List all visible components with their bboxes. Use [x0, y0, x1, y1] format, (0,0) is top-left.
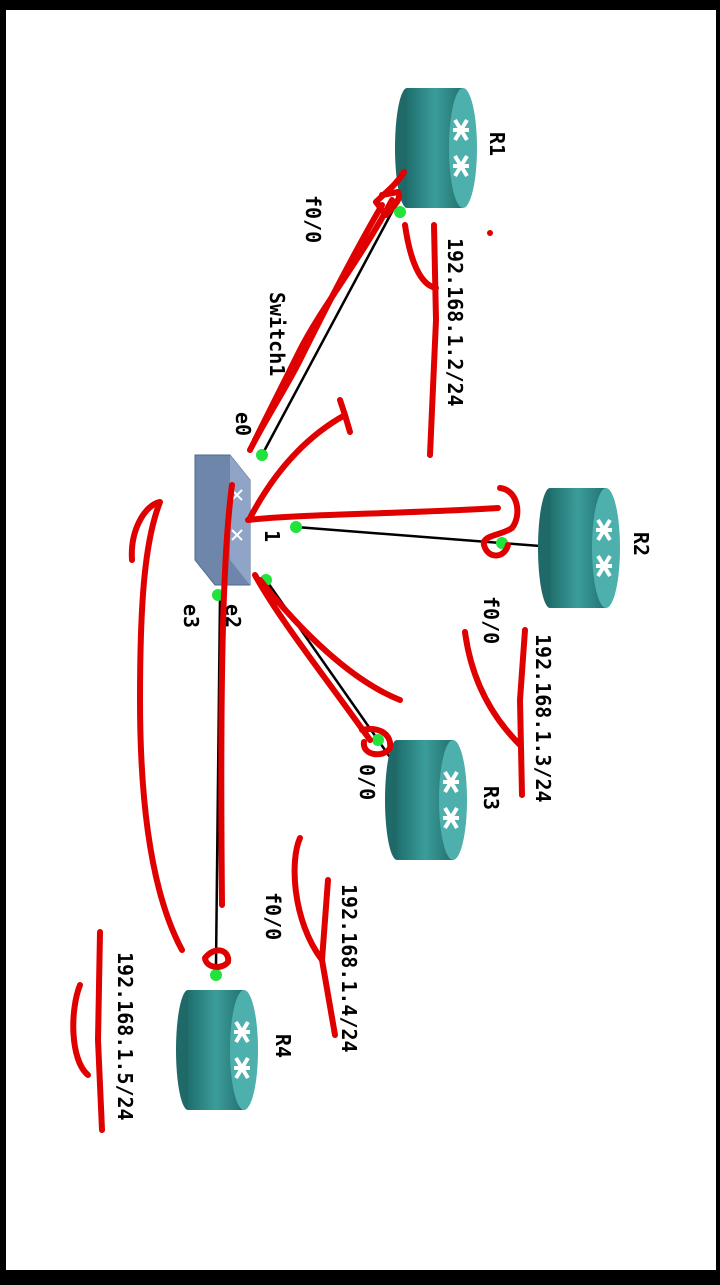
link-r1-e0 [260, 209, 395, 456]
ink-arrow-e1 [245, 397, 501, 523]
router-icon [443, 770, 459, 830]
ink-annotations [70, 169, 528, 1133]
ink-bracket-extra-ip [70, 929, 105, 1133]
labels: R1 f0/0 192.168.1.2/24 Switch1 e0 1 e2 e… [113, 132, 653, 1121]
ink-bracket-r2-ip [462, 627, 528, 798]
router-r1[interactable] [395, 88, 477, 208]
ip-label-r4: 192.168.1.4/24 [337, 884, 361, 1053]
ink-curve-left [128, 499, 185, 953]
ink-bracket-r4-ip [291, 835, 338, 1038]
ink-loop-r4 [202, 947, 232, 970]
interface-label-r2: f0/0 [479, 596, 503, 644]
port-dot-r4 [210, 969, 222, 981]
ip-label-extra: 192.168.1.5/24 [113, 952, 137, 1121]
port-label-e0: e0 [231, 412, 255, 436]
interface-label-r4: f0/0 [261, 892, 285, 940]
ip-label-r1: 192.168.1.2/24 [443, 238, 467, 407]
ink-arrow-r3 [252, 572, 403, 743]
port-dot-e0 [256, 449, 268, 461]
switch-icon [231, 489, 243, 541]
port-dot-r3 [372, 734, 384, 746]
ink-line-r1-b [247, 202, 385, 453]
router-name-r3: R3 [479, 786, 503, 810]
ip-label-r2: 192.168.1.3/24 [531, 634, 555, 803]
ink-loop-r2 [480, 485, 521, 559]
ink-arrow-e3 [218, 482, 235, 908]
ink-bracket-r1-ip [402, 222, 439, 458]
canvas-background [6, 10, 716, 1270]
router-name-r2: R2 [629, 532, 653, 556]
port-dot-e1 [290, 521, 302, 533]
ink-dot [487, 230, 493, 236]
router-icon [234, 1020, 250, 1080]
ink-loop-r3 [359, 726, 394, 758]
interface-label-r3: 0/0 [355, 764, 379, 800]
port-label-e3: e3 [179, 604, 203, 628]
interface-label-r1: f0/0 [301, 195, 325, 243]
switch-name-label: Switch1 [265, 292, 289, 376]
port-dot-r1 [394, 206, 406, 218]
router-icon [453, 118, 469, 178]
port-label-e1: 1 [260, 530, 284, 542]
router-r2[interactable] [538, 488, 620, 608]
router-name-r4: R4 [271, 1034, 295, 1058]
router-name-r1: R1 [485, 132, 509, 156]
router-icon [596, 518, 612, 578]
router-r3[interactable] [385, 740, 467, 860]
switch-1[interactable] [194, 454, 251, 586]
router-r4[interactable] [176, 990, 258, 1110]
